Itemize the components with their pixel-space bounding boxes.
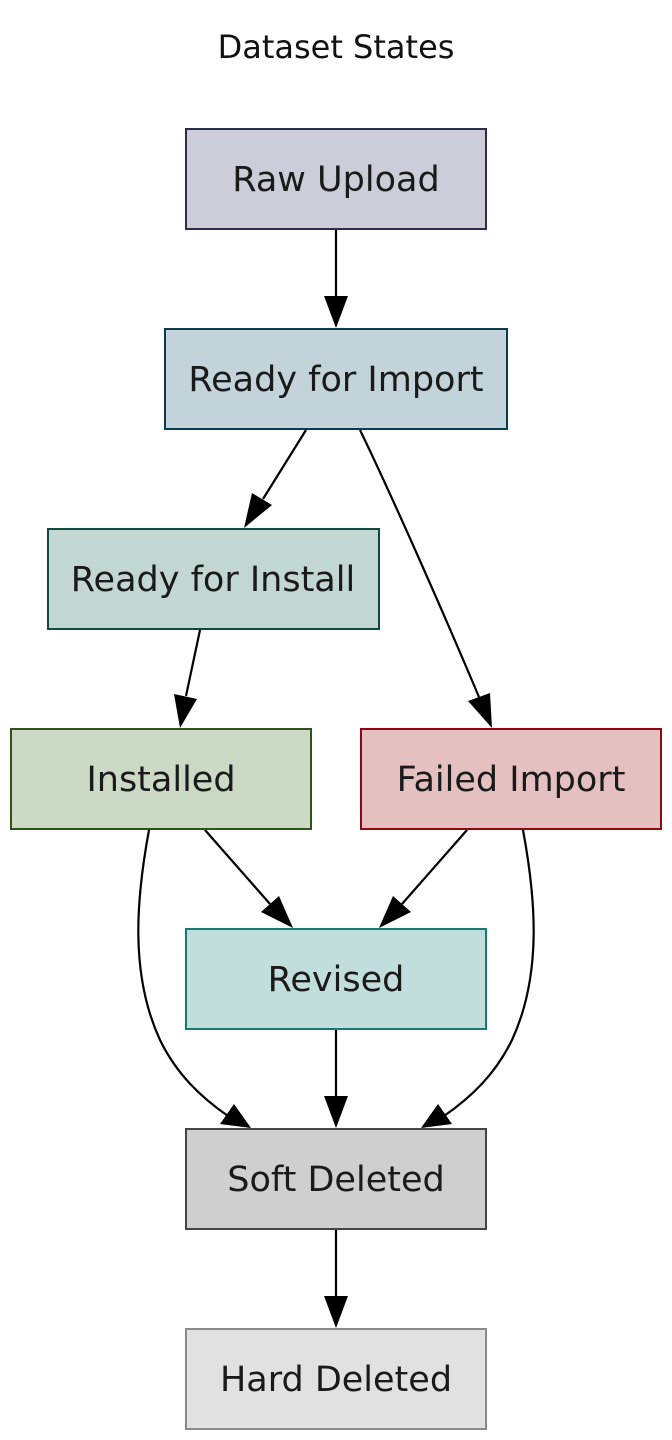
node-box (10, 728, 312, 830)
edges (137, 229, 535, 1328)
edge-installed-to-soft-deleted (137, 829, 251, 1128)
node-ready-for-install: Ready for Install (47, 528, 380, 630)
node-box (185, 1328, 487, 1430)
edge-failed-import-to-soft-deleted (421, 829, 535, 1128)
node-label: Raw Upload (232, 160, 439, 200)
node-label: Revised (268, 960, 405, 1000)
edge-raw-upload-to-ready-for-import (324, 229, 348, 328)
edge-ready-for-install-to-installed (174, 629, 202, 728)
node-label: Soft Deleted (227, 1160, 444, 1200)
node-ready-for-import: Ready for Import (164, 328, 508, 430)
node-box (47, 528, 380, 630)
node-label: Failed Import (397, 760, 626, 800)
node-box (360, 728, 662, 830)
node-soft-deleted: Soft Deleted (185, 1128, 487, 1230)
diagram-title: Dataset States (218, 28, 455, 66)
node-box (185, 128, 487, 230)
node-box (164, 328, 508, 430)
node-box (185, 928, 487, 1030)
edge-soft-deleted-to-hard-deleted (324, 1229, 348, 1328)
edge-installed-to-revised (204, 829, 293, 928)
node-label: Installed (86, 760, 235, 800)
node-raw-upload: Raw Upload (185, 128, 487, 230)
edge-revised-to-soft-deleted (324, 1029, 348, 1128)
node-failed-import: Failed Import (360, 728, 662, 830)
node-hard-deleted: Hard Deleted (185, 1328, 487, 1430)
edge-ready-for-import-to-ready-for-install (244, 429, 307, 528)
node-revised: Revised (185, 928, 487, 1030)
edge-ready-for-import-to-failed-import (359, 429, 492, 728)
node-label: Ready for Import (188, 360, 483, 400)
nodes: Raw Upload Ready for Import Ready for In… (10, 128, 662, 1430)
edge-failed-import-to-revised (379, 829, 468, 928)
node-label: Hard Deleted (220, 1360, 452, 1400)
node-label: Ready for Install (71, 560, 355, 600)
node-box (185, 1128, 487, 1230)
node-installed: Installed (10, 728, 312, 830)
